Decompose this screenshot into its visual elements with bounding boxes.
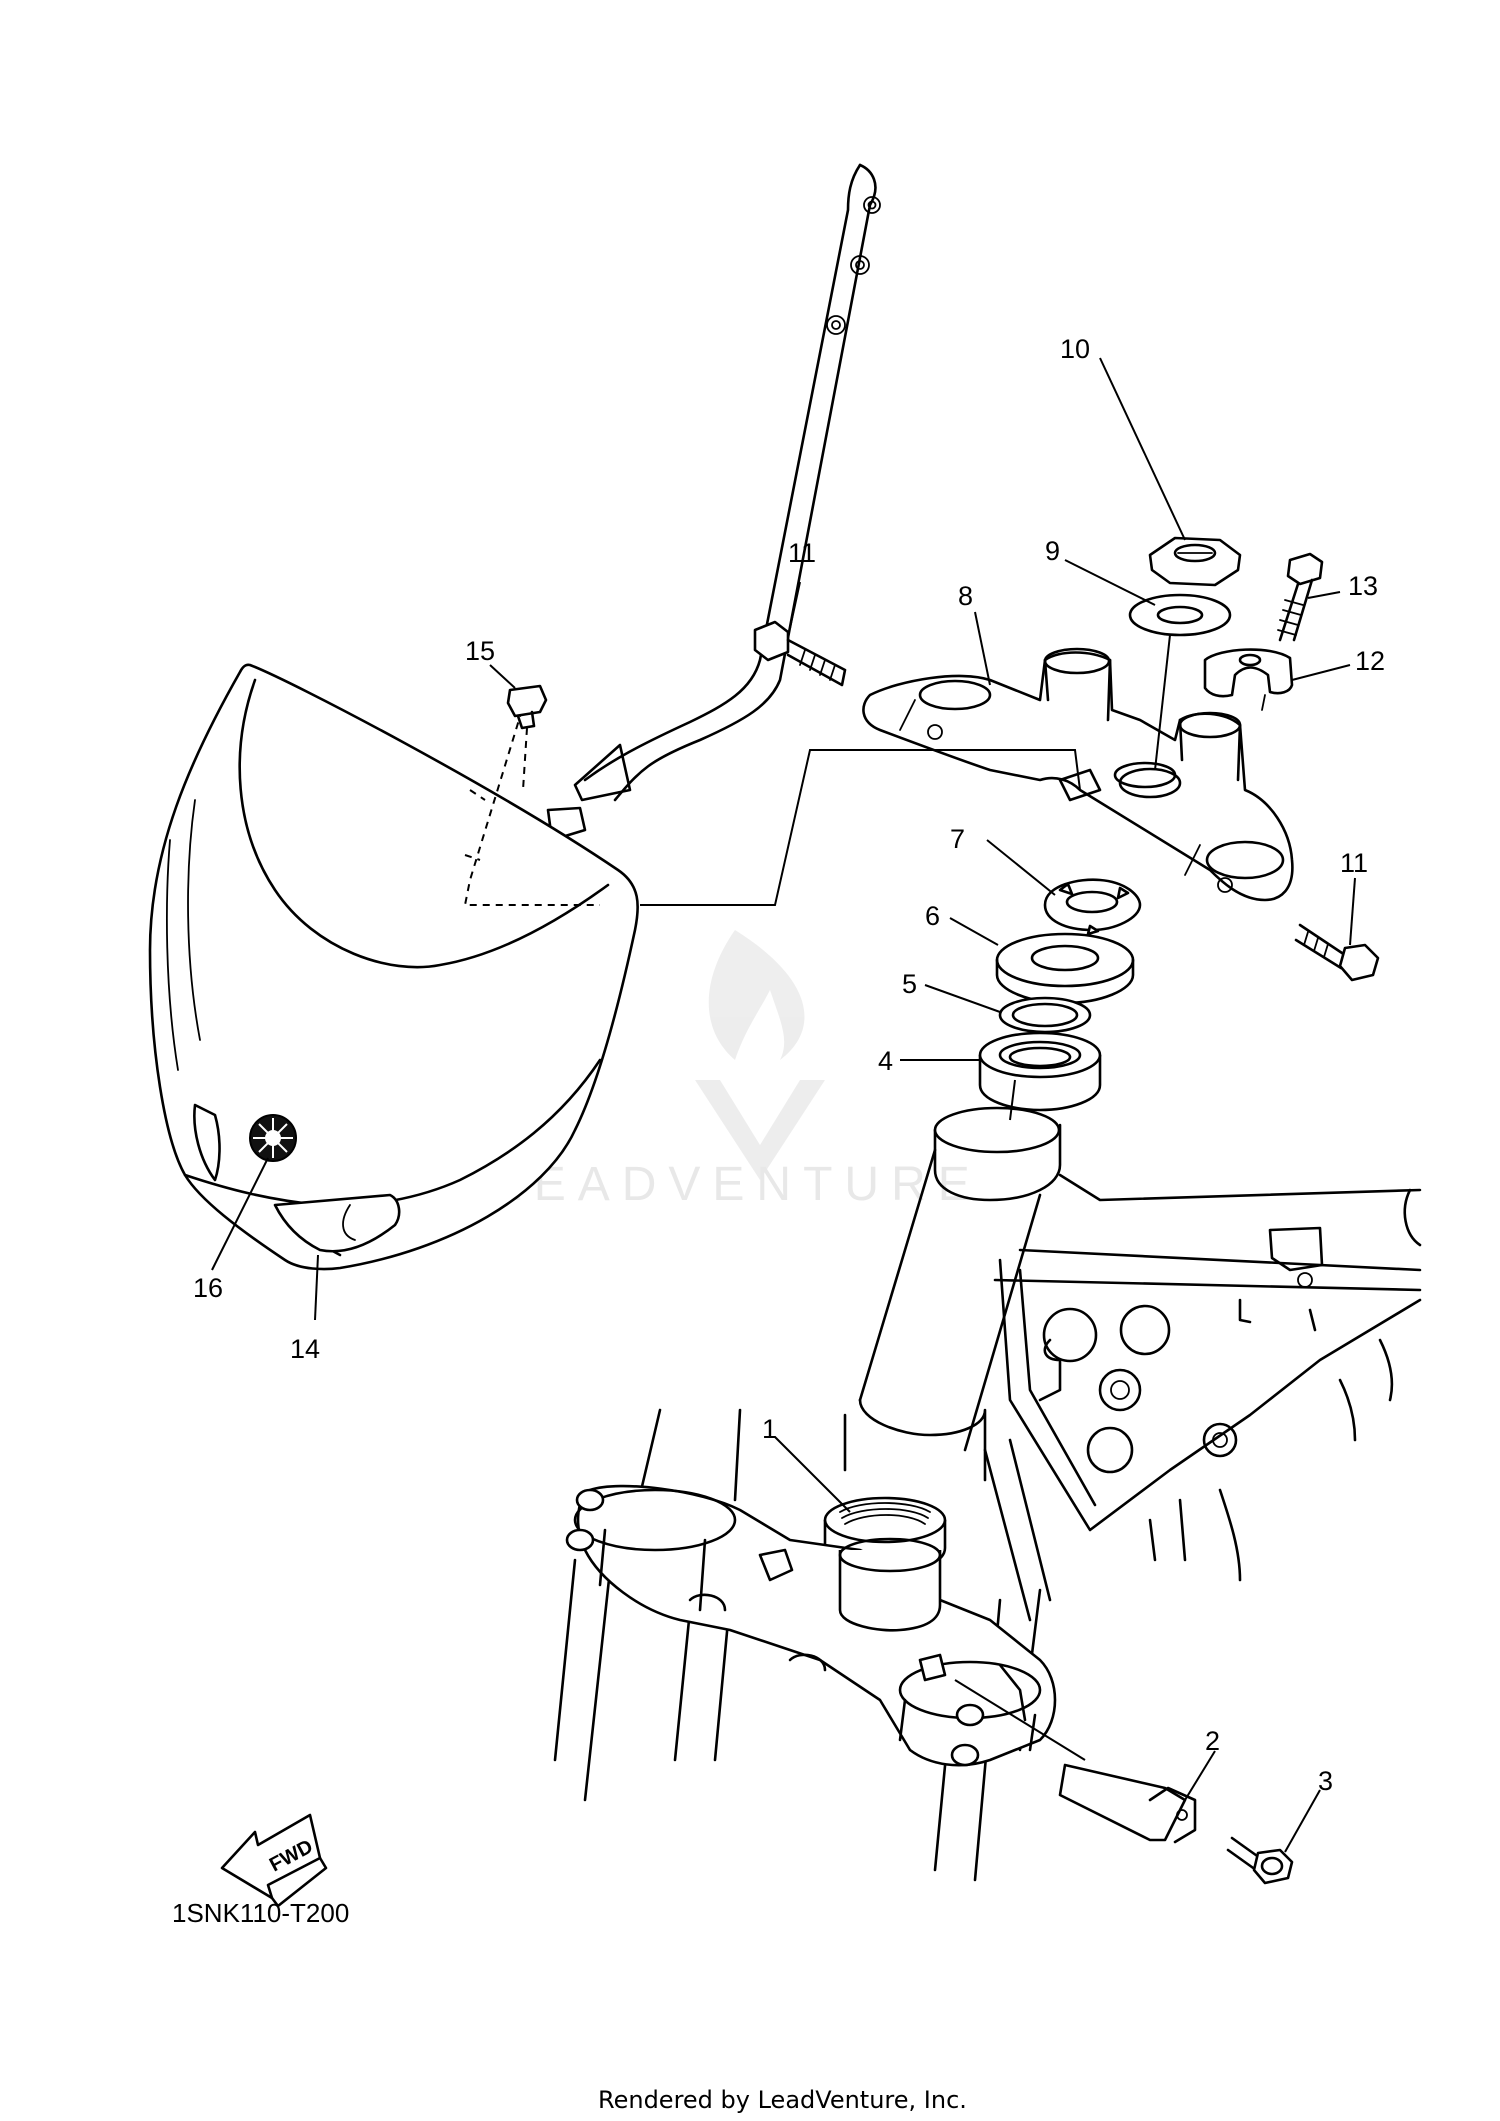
callout-13: 13 xyxy=(1348,571,1378,601)
callout-11-lower: 11 xyxy=(1340,848,1368,878)
callout-3: 3 xyxy=(1318,1766,1333,1796)
lower-bracket-forks xyxy=(553,1408,1086,1882)
footer-credit: Rendered by LeadVenture, Inc. xyxy=(598,2086,967,2114)
washer-6 xyxy=(995,932,1135,1005)
bolt-11-upper xyxy=(753,620,847,687)
bolt-3 xyxy=(1226,1836,1294,1885)
callout-14: 14 xyxy=(290,1334,320,1364)
callout-1: 1 xyxy=(762,1414,777,1444)
diagram-code: 1SNK110-T200 xyxy=(172,1898,349,1928)
callout-6: 6 xyxy=(925,901,940,931)
bolt-11-lower xyxy=(1294,923,1380,982)
frame-and-head-pipe xyxy=(843,1106,1422,1622)
callout-9: 9 xyxy=(1045,536,1060,566)
upper-bracket xyxy=(640,647,1294,906)
callout-2: 2 xyxy=(1205,1726,1220,1756)
callout-10: 10 xyxy=(1060,334,1090,364)
bearing-4 xyxy=(978,1031,1102,1112)
watermark-text: LEADVENTURE xyxy=(495,1158,982,1211)
watermark: LEADVENTURE xyxy=(495,930,982,1211)
cable-guide-2 xyxy=(1058,1763,1197,1844)
callout-16: 16 xyxy=(193,1273,223,1303)
callout-8: 8 xyxy=(958,581,973,611)
callout-11-upper: 11 xyxy=(788,538,816,568)
callout-12: 12 xyxy=(1355,646,1385,676)
callouts: 1 2 3 4 5 6 7 8 9 10 11 11 12 13 14 15 1… xyxy=(193,334,1385,1796)
callout-4: 4 xyxy=(878,1046,893,1076)
callout-5: 5 xyxy=(902,969,917,999)
handlebar-clamp-12 xyxy=(1203,648,1294,711)
screw-15 xyxy=(506,684,548,791)
fwd-arrow-icon: FWD xyxy=(220,1813,328,1908)
bolt-13 xyxy=(1277,552,1324,642)
callout-7: 7 xyxy=(950,824,965,854)
washer-5 xyxy=(998,996,1092,1034)
number-plate-assembly xyxy=(148,163,881,1271)
ring-nut-7 xyxy=(1043,878,1142,936)
callout-15: 15 xyxy=(465,636,495,666)
leader-lines xyxy=(211,357,1356,1853)
steering-nut-10 xyxy=(1148,536,1242,587)
